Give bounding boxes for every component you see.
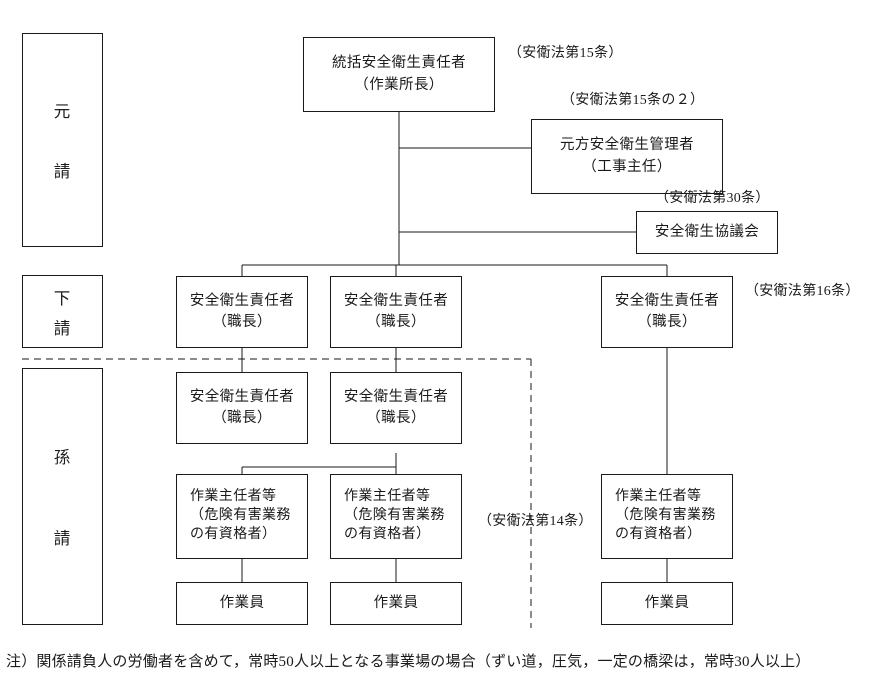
node-line-1: 元方安全衛生管理者 [559, 137, 695, 154]
node-sub-safety-officer-1[interactable]: 安全衛生責任者 （職長） [176, 276, 308, 348]
node-operations-chief-1[interactable]: 作業主任者等 （危険有害業務 の有資格者） [176, 474, 308, 559]
node-line-2: （危険有害業務 [615, 508, 716, 524]
node-line-2: （職長） [366, 314, 426, 330]
annotation-law-article-15-2: （安衛法第15条の２） [561, 93, 705, 108]
node-line-2: （工事主任） [582, 158, 672, 175]
node-line-1: 安全衛生責任者 [343, 388, 449, 405]
node-subsub-safety-officer-2[interactable]: 安全衛生責任者 （職長） [330, 372, 462, 444]
node-line-2: （作業所長） [354, 76, 444, 93]
node-line-1: 作業員 [219, 594, 265, 611]
node-line-2: （危険有害業務 [344, 508, 445, 524]
node-line-2: （職長） [637, 314, 697, 330]
node-safety-council[interactable]: 安全衛生協議会 [636, 211, 778, 254]
node-sub-safety-officer-3[interactable]: 安全衛生責任者 （職長） [601, 276, 733, 348]
node-line-2: （危険有害業務 [190, 508, 291, 524]
node-line-2: （職長） [366, 410, 426, 426]
tier-label-subsub-line2: 請 [53, 529, 72, 549]
node-line-3: の有資格者） [190, 526, 277, 542]
node-line-1: 安全衛生責任者 [343, 292, 449, 309]
tier-label-prime: 元 請 [22, 33, 103, 247]
node-line-1: 作業員 [373, 594, 419, 611]
node-line-1: 安全衛生責任者 [614, 292, 720, 309]
node-operations-chief-2[interactable]: 作業主任者等 （危険有害業務 の有資格者） [330, 474, 462, 559]
tier-label-sub-line1: 下 [53, 288, 72, 308]
footnote-note: 注）関係請負人の労働者を含めて，常時50人以上となる事業場の場合（ずい道，圧気，… [6, 654, 811, 670]
annotation-law-article-16: （安衛法第16条） [745, 284, 860, 299]
tier-label-subsub-line1: 孫 [53, 447, 72, 467]
node-line-1: 安全衛生責任者 [189, 292, 295, 309]
tier-label-sub: 下 請 [22, 275, 103, 348]
node-operations-chief-3[interactable]: 作業主任者等 （危険有害業務 の有資格者） [601, 474, 733, 559]
tier-label-subsub: 孫 請 [22, 368, 103, 625]
annotation-law-article-14: （安衛法第14条） [478, 514, 593, 529]
node-sub-safety-officer-2[interactable]: 安全衛生責任者 （職長） [330, 276, 462, 348]
node-line-1: 作業主任者等 [190, 489, 277, 505]
node-line-1: 統括安全衛生責任者 [331, 55, 467, 72]
node-line-2: （職長） [212, 314, 272, 330]
node-line-2: （職長） [212, 410, 272, 426]
annotation-law-article-30: （安衛法第30条） [655, 191, 770, 206]
tier-label-prime-line1: 元 [53, 102, 72, 121]
node-line-1: 安全衛生責任者 [189, 388, 295, 405]
node-line-3: の有資格者） [615, 526, 702, 542]
node-line-3: の有資格者） [344, 526, 431, 542]
node-subsub-safety-officer-1[interactable]: 安全衛生責任者 （職長） [176, 372, 308, 444]
node-line-1: 作業員 [644, 594, 690, 611]
node-line-1: 作業主任者等 [344, 489, 431, 505]
node-line-1: 安全衛生協議会 [654, 223, 760, 240]
node-line-1: 作業主任者等 [615, 489, 702, 505]
node-prime-safety-manager[interactable]: 元方安全衛生管理者 （工事主任） [531, 119, 723, 194]
tier-label-prime-line2: 請 [53, 162, 72, 181]
node-worker-3[interactable]: 作業員 [601, 582, 733, 625]
node-worker-1[interactable]: 作業員 [176, 582, 308, 625]
annotation-law-article-15: （安衛法第15条） [508, 46, 623, 61]
node-worker-2[interactable]: 作業員 [330, 582, 462, 625]
tier-label-sub-line2: 請 [53, 318, 72, 338]
node-general-safety-supervisor[interactable]: 統括安全衛生責任者 （作業所長） [303, 37, 495, 112]
